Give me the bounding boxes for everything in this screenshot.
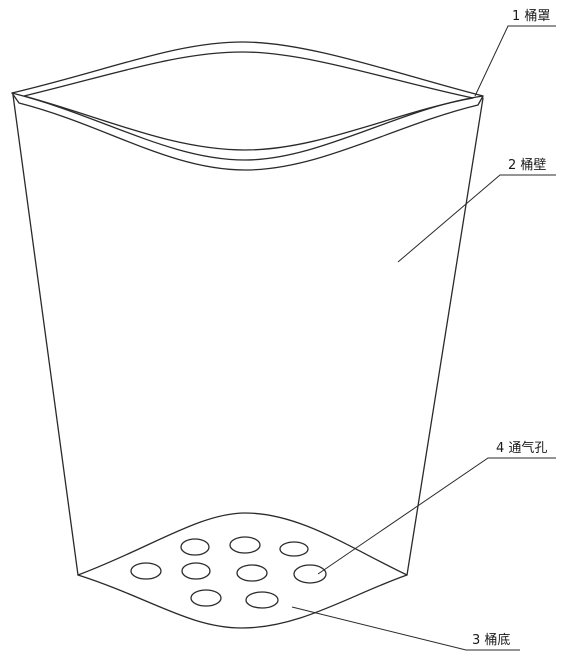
- air-hole: [180, 538, 210, 556]
- leader-line-bucket-cover: [474, 25, 556, 97]
- wall-right-edge: [406, 97, 484, 576]
- callout-bucket-wall: 2 桶壁: [397, 158, 556, 263]
- air-hole: [229, 536, 261, 554]
- label-bucket-cover: 1 桶罩: [512, 9, 550, 24]
- air-hole: [236, 564, 268, 582]
- label-bucket-bottom: 3 桶底: [472, 632, 510, 648]
- leader-line-bucket-bottom: [291, 606, 520, 651]
- callout-bucket-cover: 1 桶罩: [474, 9, 556, 97]
- wall-left-edge: [12, 94, 79, 576]
- cover-outer-outline: [11, 41, 484, 161]
- leader-line-bucket-wall: [397, 174, 556, 263]
- air-hole: [279, 541, 309, 557]
- air-hole: [190, 589, 222, 607]
- bucket-cover: [11, 41, 484, 171]
- air-holes: [130, 536, 327, 609]
- bottom-outline: [77, 512, 408, 629]
- leader-line-air-hole: [317, 457, 556, 575]
- cover-inner-outline: [23, 51, 474, 151]
- bucket-wall: [12, 94, 484, 576]
- air-hole: [293, 564, 327, 584]
- bucket-bottom: [77, 512, 408, 629]
- label-air-hole: 4 通气孔: [496, 440, 547, 456]
- air-hole: [245, 591, 279, 609]
- label-bucket-wall: 2 桶壁: [508, 158, 546, 173]
- callout-air-hole: 4 通气孔: [317, 440, 556, 575]
- cover-lower-edge: [11, 92, 484, 171]
- callout-bucket-bottom: 3 桶底: [291, 606, 520, 651]
- air-hole: [130, 562, 162, 580]
- air-hole: [181, 562, 211, 580]
